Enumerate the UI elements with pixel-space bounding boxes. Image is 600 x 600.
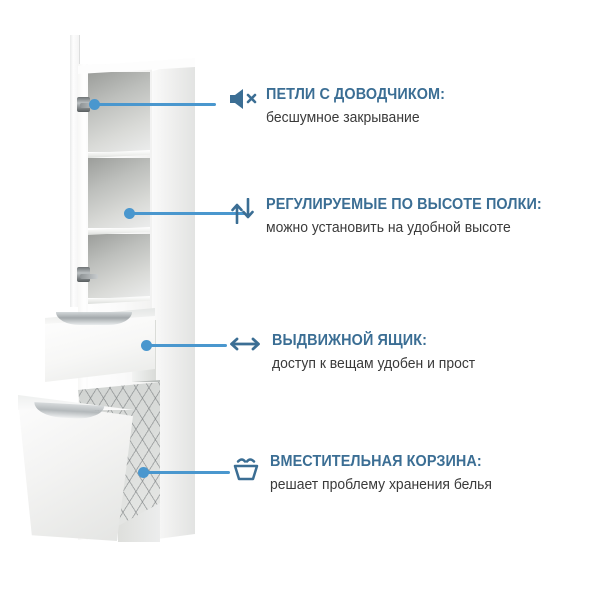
callout-title-3: ВЫДВИЖНОЙ ЯЩИК: <box>272 332 427 349</box>
shelf-bay-lower <box>88 234 150 298</box>
callout-title-2: РЕГУЛИРУЕМЫЕ ПО ВЫСОТЕ ПОЛКИ: <box>266 196 542 213</box>
drawer-handle <box>56 312 132 325</box>
leader-line-4 <box>146 471 230 474</box>
hinge-arm-bottom <box>80 274 98 279</box>
shelf-bay-top <box>88 72 150 152</box>
laundry-basket-front-panel <box>18 400 133 541</box>
callout-subtitle-4: решает проблему хранения белья <box>270 476 492 493</box>
callout-text-1: ПЕТЛИ С ДОВОДЧИКОМ: бесшумное закрывание <box>266 86 459 126</box>
cabinet-left-stile <box>78 64 88 540</box>
callout-dot-2 <box>124 208 135 219</box>
basket-icon <box>232 455 260 488</box>
leader-line-2 <box>132 212 246 215</box>
product-photo <box>0 0 215 600</box>
callout-text-3: ВЫДВИЖНОЙ ЯЩИК: доступ к вещам удобен и … <box>272 332 491 372</box>
shelf-bay-middle <box>88 158 150 228</box>
callout-dot-3 <box>141 340 152 351</box>
adjustable-shelf-1 <box>88 150 150 158</box>
callout-title-1: ПЕТЛИ С ДОВОДЧИКОМ: <box>266 86 446 103</box>
callout-title-4: ВМЕСТИТЕЛЬНАЯ КОРЗИНА: <box>270 453 482 470</box>
callout-text-2: РЕГУЛИРУЕМЫЕ ПО ВЫСОТЕ ПОЛКИ: можно уста… <box>266 196 563 236</box>
adjustable-shelf-3 <box>88 296 150 304</box>
leader-line-3 <box>149 344 227 347</box>
leader-line-1 <box>97 103 216 106</box>
callout-subtitle-2: можно установить на удобной высоте <box>266 219 511 236</box>
callout-dot-4 <box>138 467 149 478</box>
left-right-arrow-icon <box>228 334 262 359</box>
adjustable-shelf-2 <box>88 227 150 235</box>
callout-subtitle-3: доступ к вещам удобен и прост <box>272 355 476 372</box>
speaker-mute-icon <box>228 88 258 115</box>
callout-subtitle-1: бесшумное закрывание <box>266 109 420 126</box>
callout-dot-1 <box>89 99 100 110</box>
callout-text-4: ВМЕСТИТЕЛЬНАЯ КОРЗИНА: решает проблему х… <box>270 453 509 493</box>
up-down-arrows-icon <box>230 197 256 229</box>
